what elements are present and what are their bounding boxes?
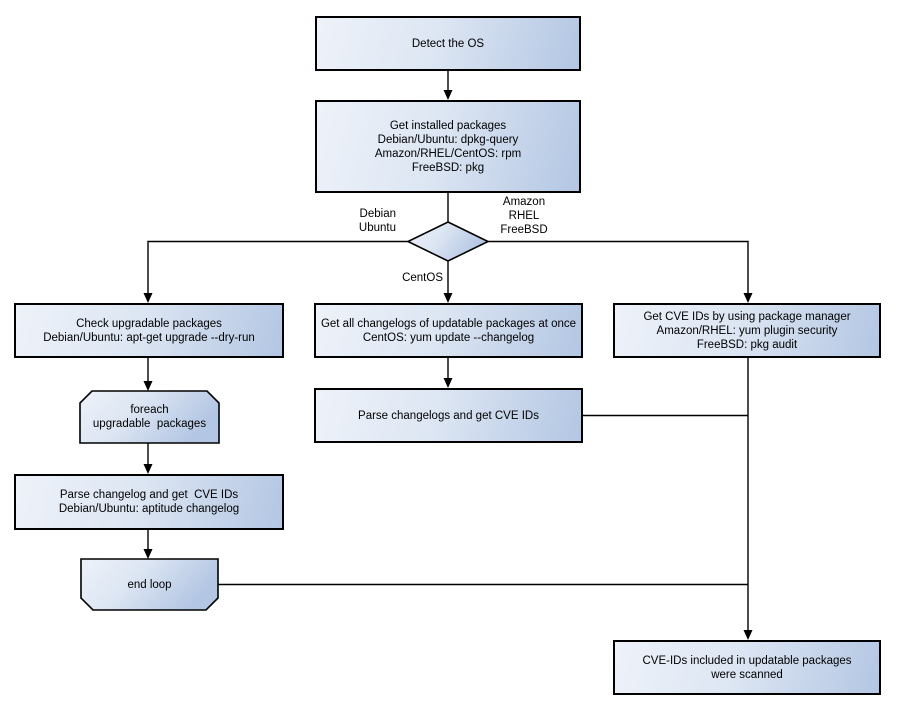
foreach-loop-start-shape <box>79 390 220 444</box>
node-scanned-result-label: CVE-IDs included in updatable packages w… <box>642 654 852 681</box>
node-check-upgradable-label: Check upgradable packages Debian/Ubuntu:… <box>43 317 255 344</box>
node-check-upgradable: Check upgradable packages Debian/Ubuntu:… <box>14 303 284 358</box>
arrow-parse-to-endloop <box>143 530 153 559</box>
foreach-loop-start: foreach upgradable packages <box>80 391 219 443</box>
node-get-all-changelogs: Get all changelogs of updatable packages… <box>314 303 583 358</box>
arrow-decision-to-get-all-changelogs <box>443 261 453 303</box>
node-get-installed-packages: Get installed packages Debian/Ubuntu: dp… <box>315 100 581 193</box>
foreach-loop-start-label: foreach upgradable packages <box>92 404 207 430</box>
node-scanned-result: CVE-IDs included in updatable packages w… <box>613 640 881 695</box>
node-parse-changelog-left-label: Parse changelog and get CVE IDs Debian/U… <box>58 489 240 515</box>
decision-diamond <box>406 221 490 262</box>
arrow-detect-to-installed <box>443 71 453 100</box>
edge-label-centos: CentOS <box>402 272 443 284</box>
arrow-rail-to-result <box>743 358 753 640</box>
node-parse-changelog-left: Parse changelog and get CVE IDs Debian/U… <box>14 474 284 530</box>
edge-label-amazon-rhel-freebsd: Amazon RHEL FreeBSD <box>500 196 548 236</box>
edge-label-debian-ubuntu: Debian Ubuntu <box>358 208 396 234</box>
node-parse-changelogs-mid-label: Parse changelogs and get CVE IDs <box>358 409 539 422</box>
end-loop: end loop <box>81 559 218 610</box>
arrow-decision-to-check-upgradable <box>143 240 408 303</box>
arrow-foreach-to-parse <box>143 443 153 474</box>
node-get-cve-ids-pkgmgr-label: Get CVE IDs by using package manager Ama… <box>643 310 851 351</box>
node-get-all-changelogs-label: Get all changelogs of updatable packages… <box>320 317 577 344</box>
node-parse-changelogs-mid: Parse changelogs and get CVE IDs <box>314 388 583 443</box>
node-get-cve-ids-pkgmgr: Get CVE IDs by using package manager Ama… <box>613 303 881 358</box>
node-detect-os-label: Detect the OS <box>411 37 485 50</box>
node-get-installed-packages-label: Get installed packages Debian/Ubuntu: dp… <box>374 119 522 174</box>
end-loop-shape <box>80 558 219 611</box>
end-loop-label: end loop <box>127 578 172 591</box>
arrow-changelogs-to-parse-mid <box>443 358 453 388</box>
node-detect-os: Detect the OS <box>315 16 581 71</box>
arrow-check-to-foreach <box>143 358 153 391</box>
arrow-decision-to-get-cve-ids <box>488 240 753 303</box>
